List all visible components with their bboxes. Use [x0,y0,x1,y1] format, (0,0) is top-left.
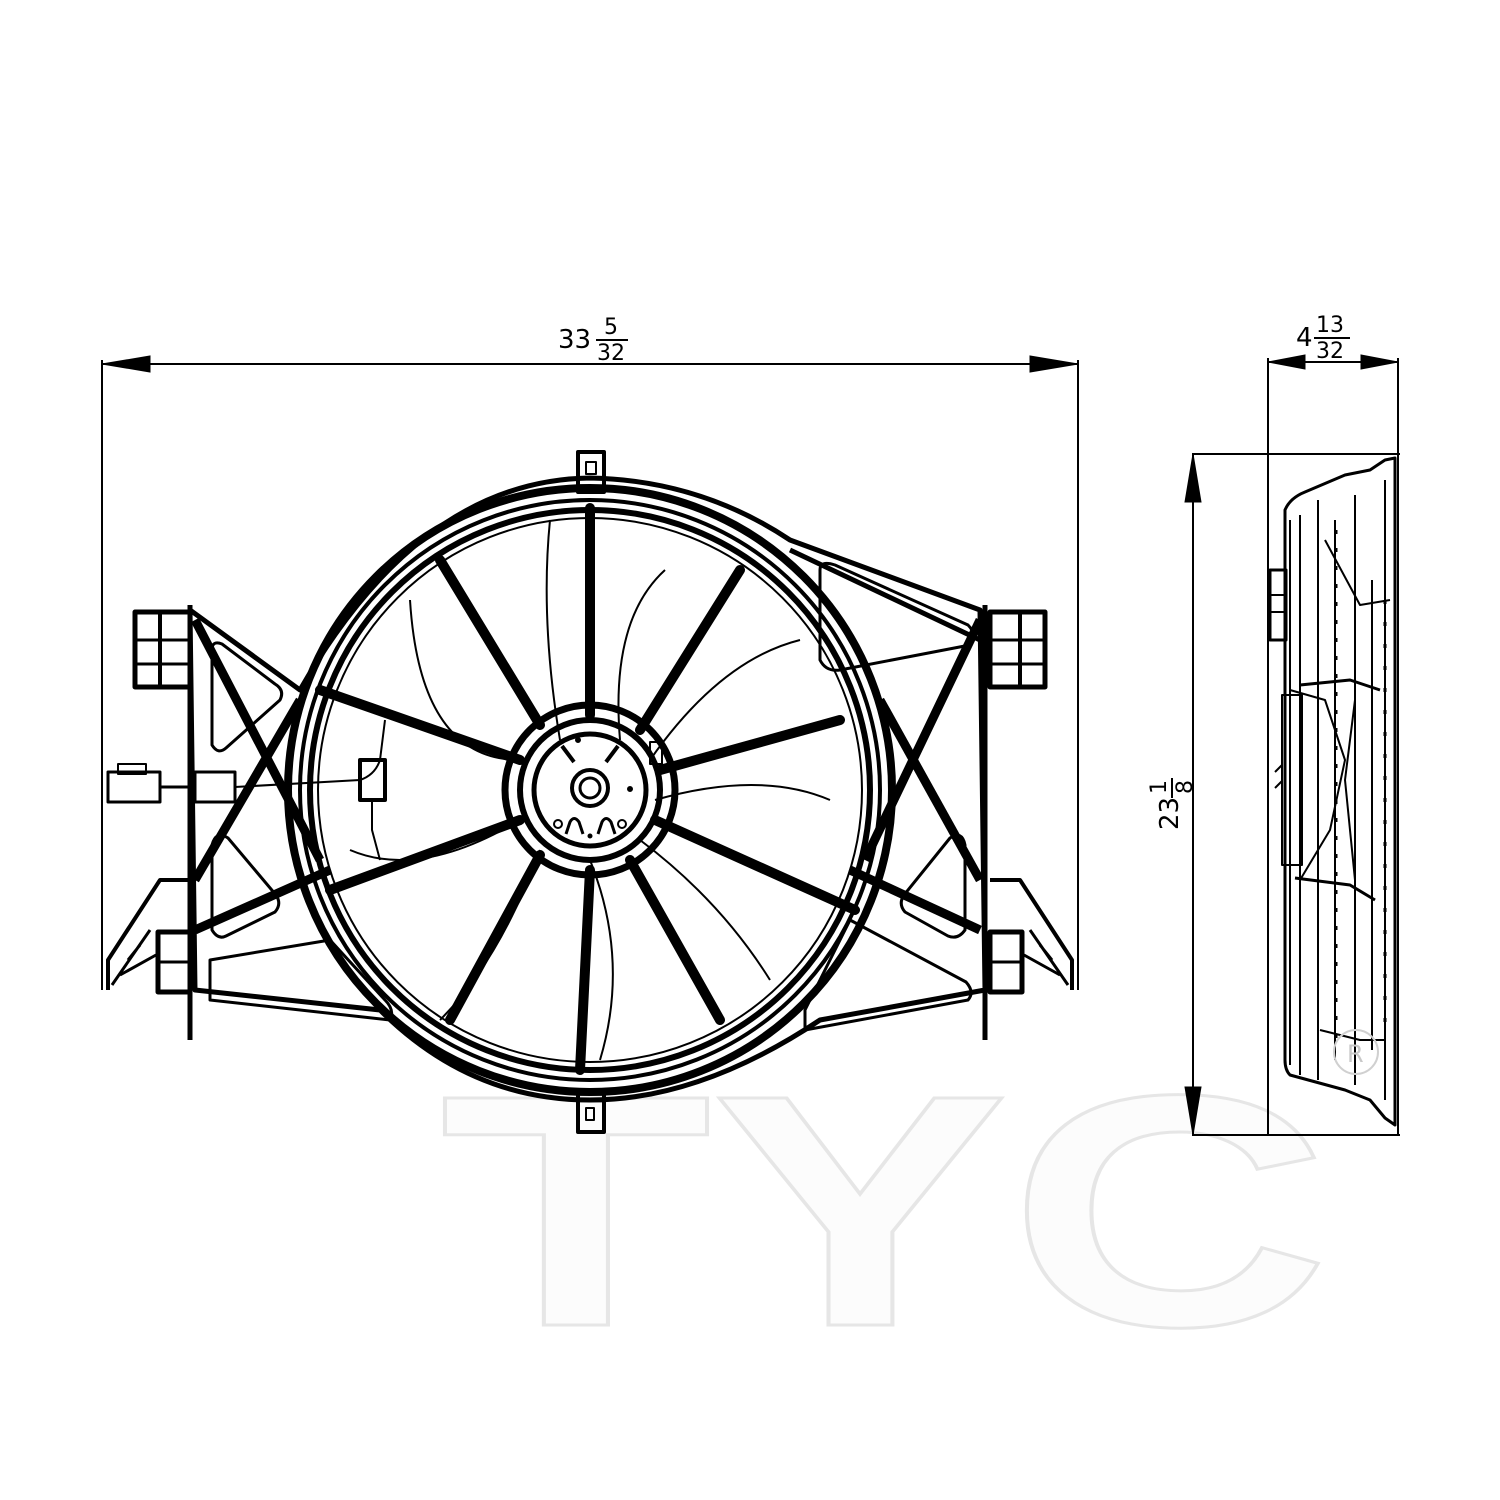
width-dimension-label: 33 5 32 [558,315,628,366]
svg-text:32: 32 [1316,339,1344,364]
svg-text:TYC: TYC [440,1026,1330,1395]
height-dimension-label: 23 1 8 [1147,778,1198,830]
width-dimension [101,355,1079,990]
svg-text:R: R [1347,1040,1364,1068]
side-view [1268,456,1397,1127]
registered-mark: R [1333,1029,1379,1075]
svg-text:23: 23 [1155,797,1185,830]
svg-text:33: 33 [558,325,591,355]
svg-text:1: 1 [1147,780,1172,794]
svg-text:8: 8 [1173,780,1198,794]
front-view [106,450,1074,1134]
svg-text:32: 32 [597,341,625,366]
svg-text:13: 13 [1316,313,1344,338]
height-dimension [1184,453,1400,1136]
depth-dimension-label: 4 13 32 [1296,313,1350,364]
tyc-watermark: TYC [439,1025,1332,1397]
svg-text:4: 4 [1296,323,1313,353]
depth-dimension [1267,354,1399,1135]
svg-text:5: 5 [604,315,618,340]
